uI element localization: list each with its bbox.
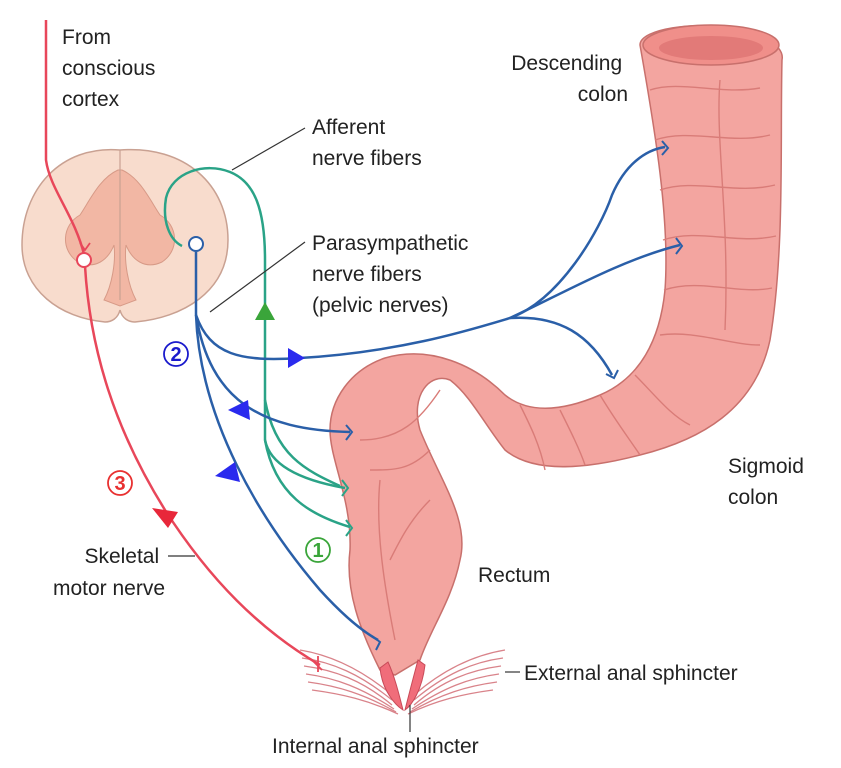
afferent-direction-arrow <box>255 302 275 320</box>
marker-afferent: 1 <box>305 537 331 563</box>
label-parasympathetic: Parasympathetic nerve fibers (pelvic ner… <box>312 232 474 317</box>
svg-text:2: 2 <box>170 344 181 366</box>
label-descending-colon: Descending colon <box>511 52 628 106</box>
label-sigmoid-colon: Sigmoid colon <box>728 455 810 509</box>
spinal-cord-section <box>21 148 229 323</box>
label-afferent: Afferent nerve fibers <box>312 116 422 170</box>
parasympathetic-arrow-3 <box>215 462 240 482</box>
svg-text:3: 3 <box>114 473 125 495</box>
marker-skeletal: 3 <box>107 470 133 496</box>
skeletal-direction-arrow <box>152 508 178 528</box>
leader-lines <box>168 127 520 732</box>
marker-parasympathetic: 2 <box>163 341 189 367</box>
label-skeletal-motor: Skeletal motor nerve <box>53 545 165 600</box>
parasympathetic-arrow-1 <box>288 348 305 368</box>
skeletal-motor-endings <box>311 656 323 672</box>
motor-neuron-body <box>76 252 92 268</box>
internal-anal-sphincter <box>379 659 426 712</box>
label-rectum: Rectum <box>478 564 550 587</box>
parasympathetic-arrow-2 <box>228 400 250 420</box>
label-from-cortex: From conscious cortex <box>62 26 161 111</box>
colon <box>329 24 783 676</box>
parasympathetic-endings <box>345 140 684 651</box>
svg-text:1: 1 <box>312 540 323 562</box>
afferent-receptor-endings <box>341 479 354 537</box>
label-internal-sphincter: Internal anal sphincter <box>272 735 479 758</box>
external-anal-sphincter <box>299 649 506 715</box>
skeletal-motor-nerve <box>44 20 321 667</box>
label-external-sphincter: External anal sphincter <box>524 662 738 685</box>
parasympathetic-neuron-body <box>188 236 204 252</box>
